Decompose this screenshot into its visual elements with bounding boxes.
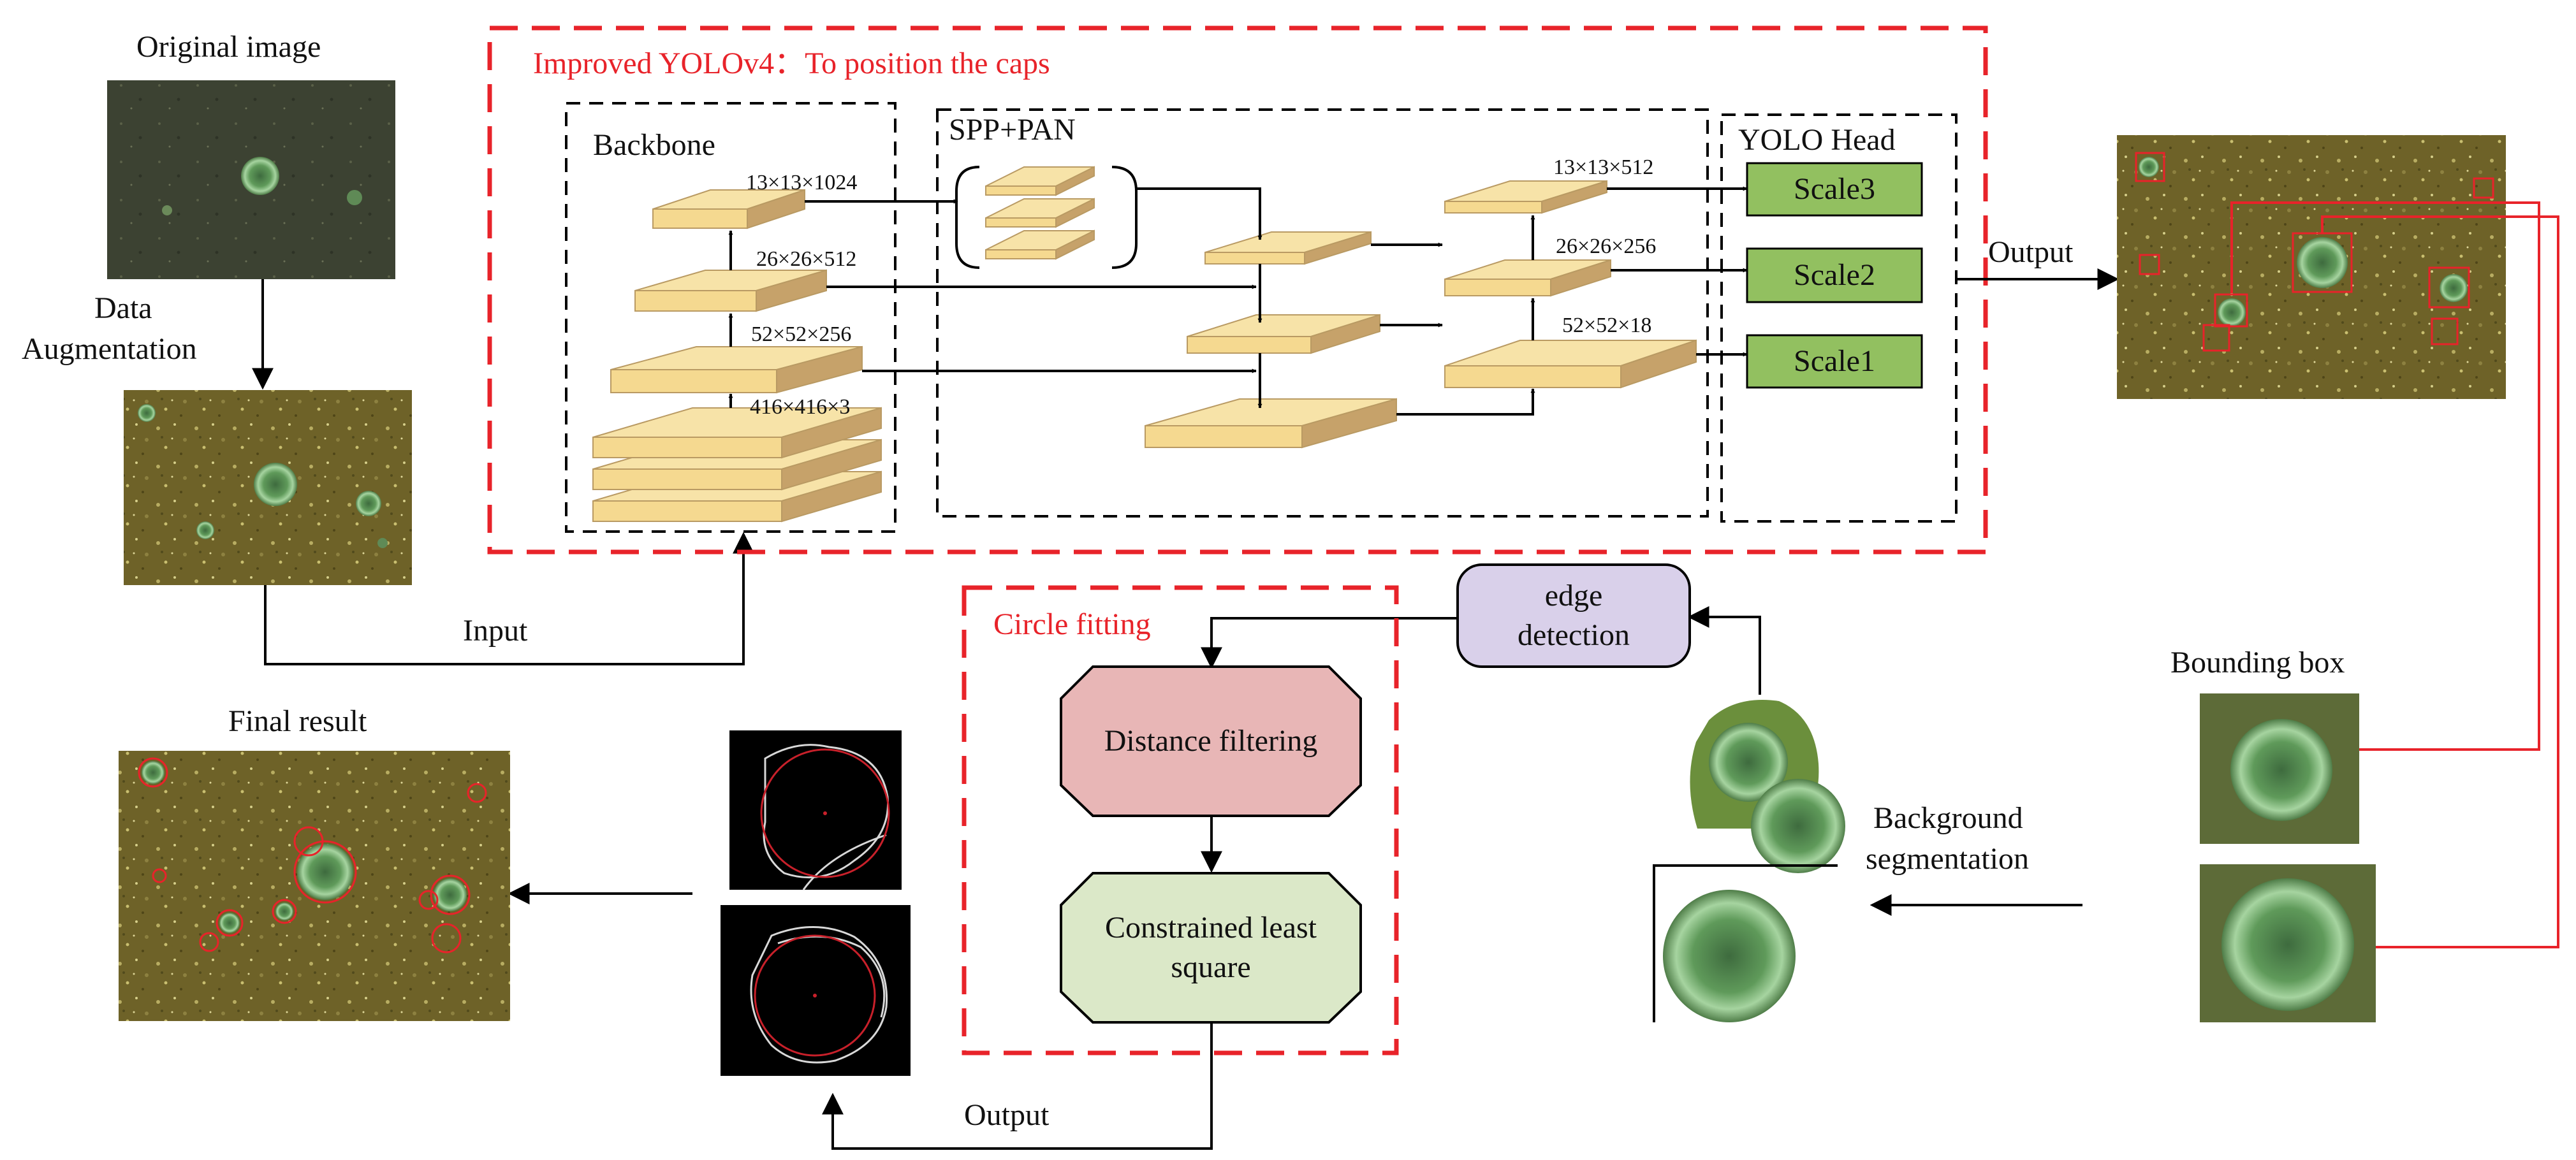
original-spore — [241, 157, 279, 195]
least-square-box — [1060, 872, 1362, 1024]
original-image-label: Original image — [136, 30, 321, 64]
bbox-link-1 — [2230, 201, 2540, 751]
edge-detection-box — [1456, 563, 1691, 668]
dim-416-3: 416×416×3 — [750, 395, 851, 419]
input-label: Input — [463, 614, 528, 648]
output-arrow-bottom — [822, 1022, 1213, 1150]
yolo-title: Improved YOLOv4：To position the caps — [533, 47, 1050, 80]
augmentation-label-line2: Augmentation — [22, 332, 197, 366]
scale1-box — [1746, 334, 1923, 389]
scale1-label: Scale1 — [1794, 344, 1875, 378]
output-bottom-label: Output — [964, 1098, 1050, 1132]
distance-filtering-box — [1060, 665, 1362, 817]
yolo-head-frame — [1720, 113, 1958, 523]
dim-13-512: 13×13×512 — [1553, 156, 1654, 179]
spp-pool-layers — [985, 166, 1095, 260]
fit-image-2 — [721, 905, 911, 1076]
least-square-line1: Constrained least — [1105, 910, 1317, 945]
bounding-box-label: Bounding box — [2170, 646, 2345, 679]
dim-13-1024: 13×13×1024 — [746, 171, 858, 194]
output-right-label: Output — [1988, 235, 2074, 269]
spp-pan-frame — [936, 108, 1709, 518]
circle-fitting-frame — [962, 585, 1399, 1055]
fit-image-1 — [729, 730, 902, 890]
segmented-crop-1 — [1690, 700, 1845, 873]
scale2-box — [1746, 247, 1923, 303]
circle-fitting-title: Circle fitting — [993, 607, 1151, 641]
segmented-crop-2 — [1663, 890, 1796, 1022]
spp-bracket — [955, 166, 980, 269]
backbone-label: Backbone — [593, 128, 715, 162]
least-square-line2: square — [1171, 950, 1251, 984]
background-label-line1: Background — [1873, 801, 2023, 835]
spp-pan-label: SPP+PAN — [949, 113, 1076, 147]
to-circle-fitting-arrow — [1201, 617, 1458, 669]
yolo-head-label: YOLO Head — [1738, 123, 1896, 157]
backbone-layers — [592, 189, 882, 523]
edge-detection-line2: detection — [1518, 618, 1630, 652]
bbox-link-2 — [2321, 215, 2559, 948]
dim-26-256: 26×26×256 — [1556, 235, 1657, 258]
scale3-label: Scale3 — [1794, 171, 1875, 206]
edge-detection-label: edge detection — [1458, 565, 1690, 667]
final-result-label: Final result — [228, 704, 367, 738]
backbone-frame — [565, 102, 896, 533]
augmentation-label-line1: Data — [94, 291, 152, 325]
least-square-label: Constrained least square — [1061, 873, 1361, 1022]
background-label-line2: segmentation — [1866, 842, 2029, 876]
dim-52-18: 52×52×18 — [1562, 314, 1652, 337]
dim-26-512: 26×26×512 — [756, 247, 857, 271]
edge-detection-line1: edge — [1544, 578, 1603, 613]
distance-filtering-label: Distance filtering — [1104, 723, 1318, 758]
pan-layers — [1145, 180, 1697, 449]
input-arrow — [264, 532, 754, 665]
edge-detection-arrow — [1687, 606, 1761, 695]
final-circles — [138, 757, 487, 953]
dim-52-256: 52×52×256 — [751, 323, 852, 346]
scale2-label: Scale2 — [1794, 257, 1875, 292]
